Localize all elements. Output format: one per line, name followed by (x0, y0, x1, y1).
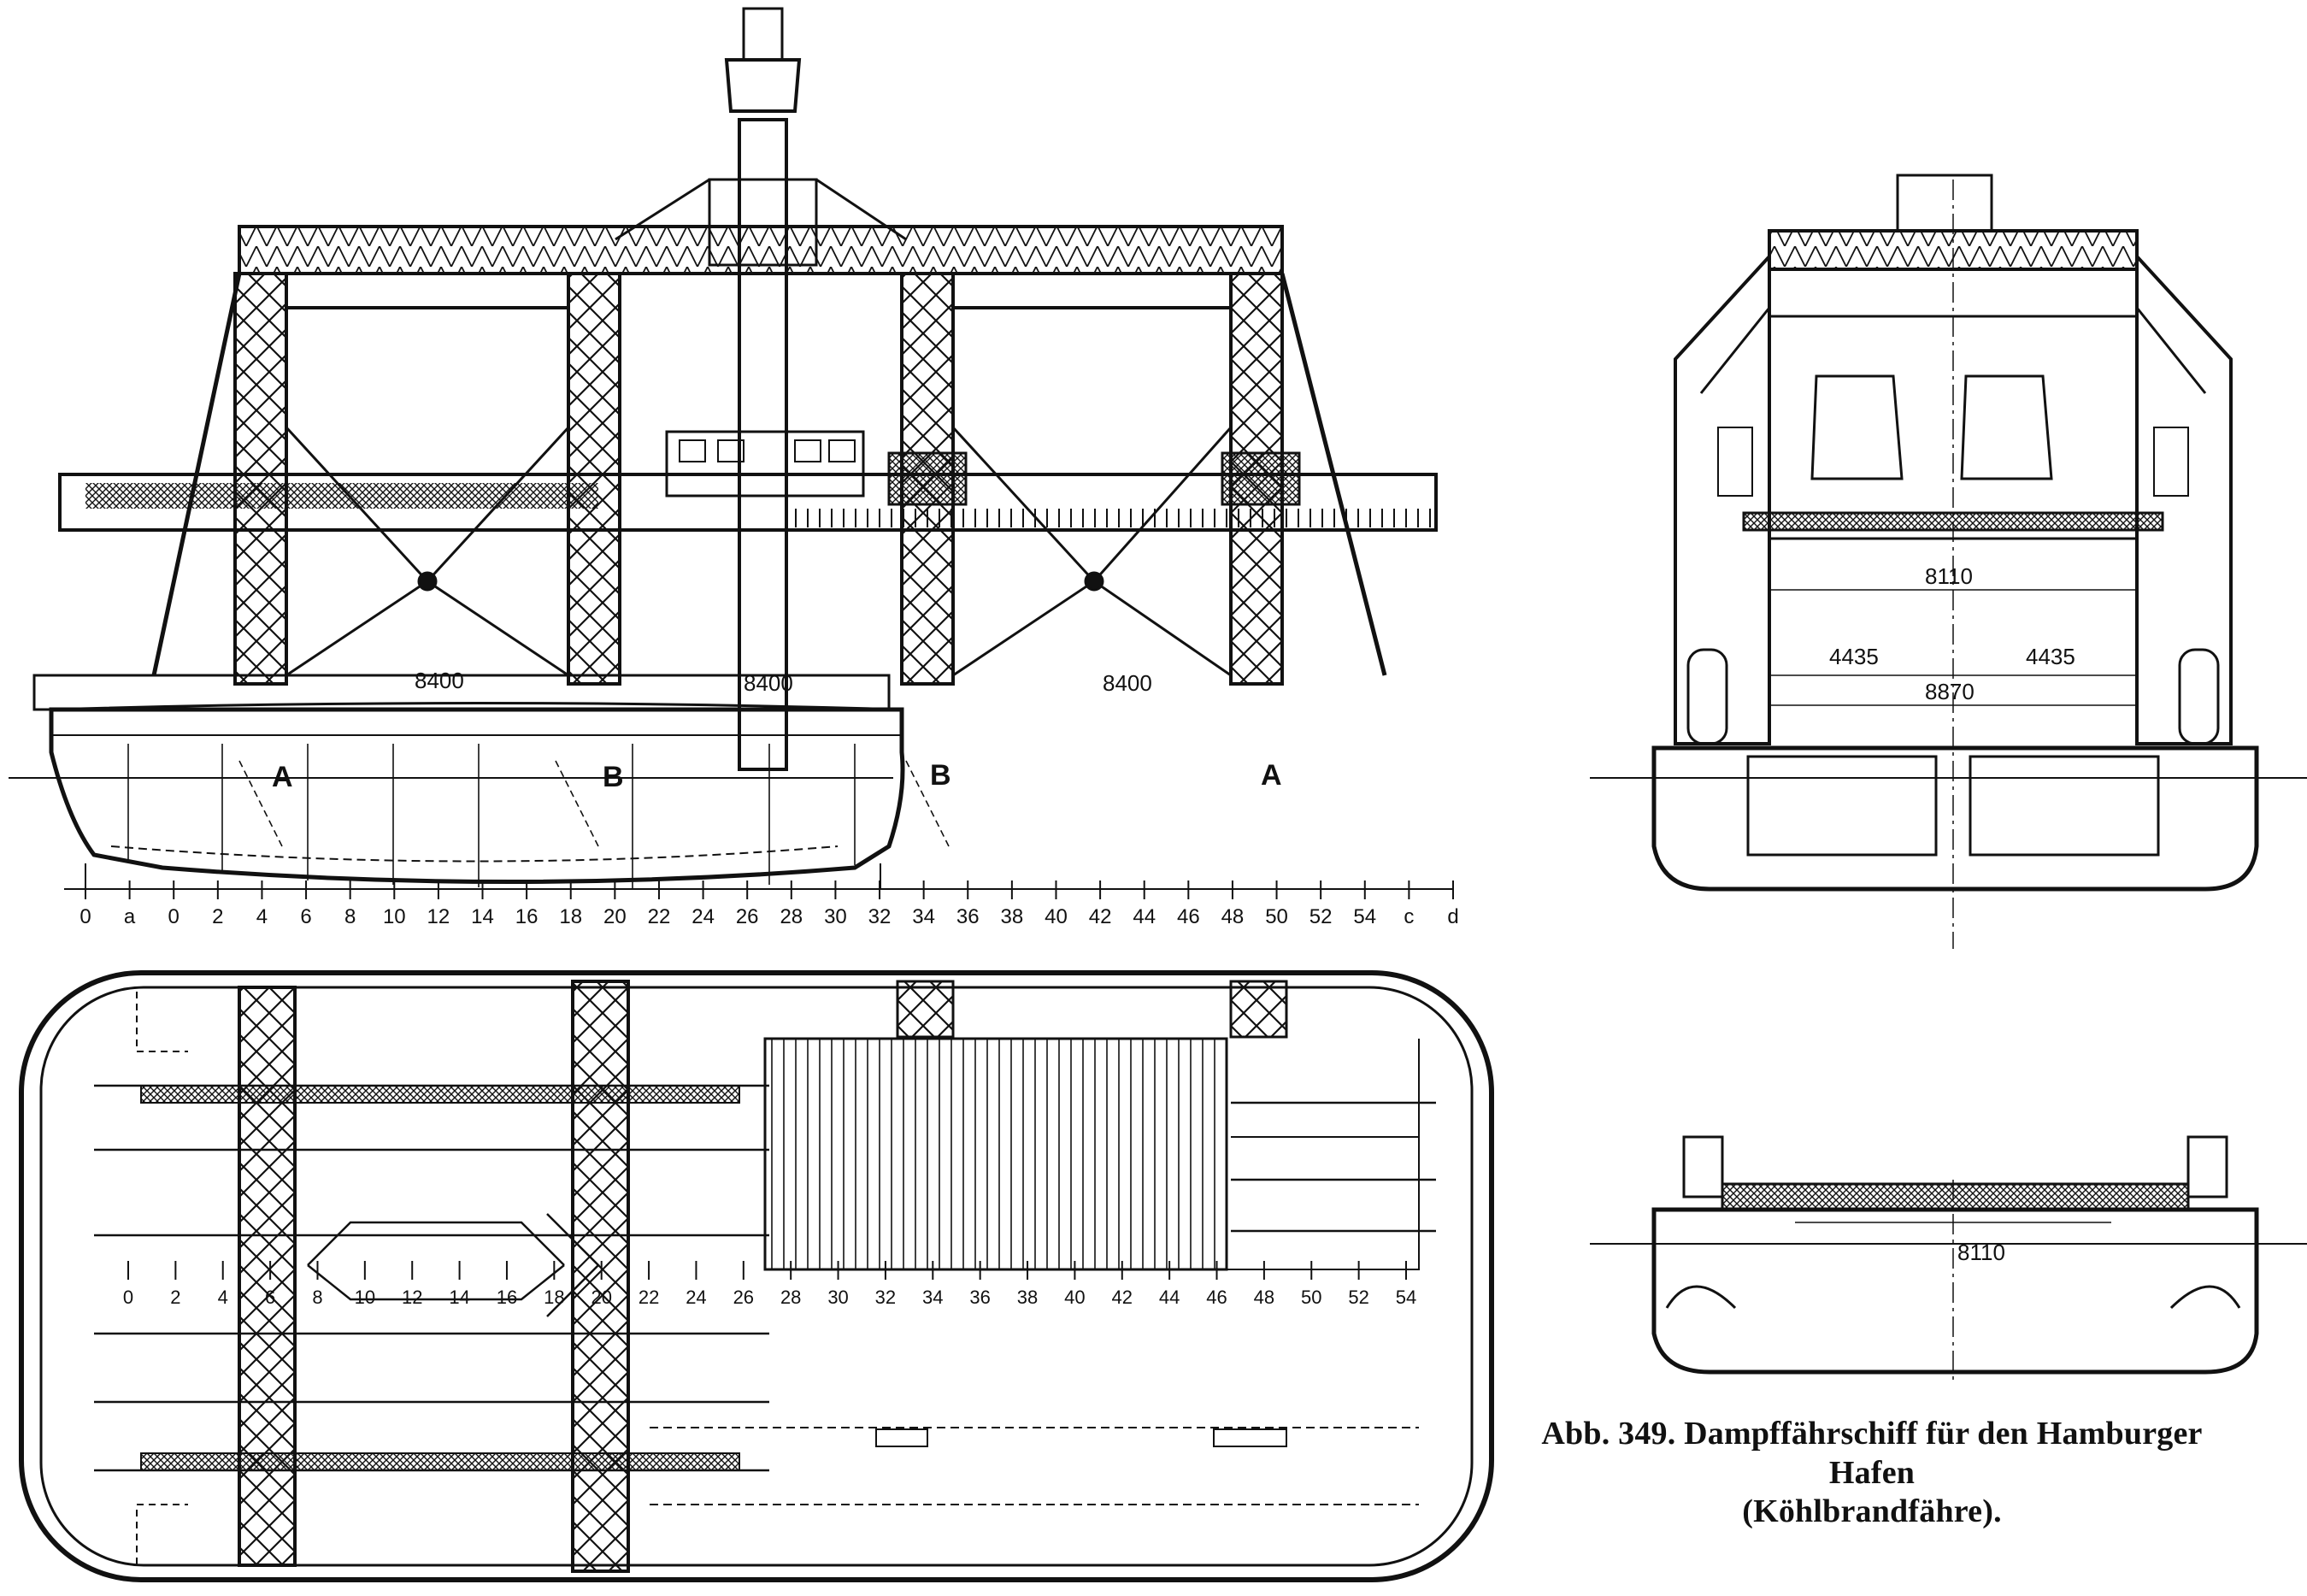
frame-number-label: 10 (355, 1287, 375, 1308)
dimension-label: 8110 (1957, 1240, 2005, 1265)
dimension-label: 4435 (2026, 644, 2075, 669)
frame-number-label: 40 (1045, 905, 1068, 928)
frame-number-label: 30 (827, 1287, 848, 1308)
frame-number-label: 48 (1254, 1287, 1274, 1308)
frame-number-label: 6 (300, 905, 311, 928)
frame-number-label: 14 (471, 905, 494, 928)
dimension-label: 8400 (744, 670, 793, 696)
frame-number-label: 54 (1396, 1287, 1416, 1308)
dimension-label: 4435 (1829, 644, 1879, 669)
frame-letter: B (603, 761, 624, 793)
frame-number-label: 38 (1001, 905, 1024, 928)
frame-number-label: 20 (591, 1287, 611, 1308)
frame-number-label: 4 (218, 1287, 228, 1308)
dimension-label: 8400 (415, 668, 464, 693)
frame-number-label: 50 (1301, 1287, 1321, 1308)
frame-number-label: 28 (780, 1287, 801, 1308)
frame-number-label: 4 (256, 905, 268, 928)
frame-number-label: 24 (686, 1287, 706, 1308)
frame-number-label: 22 (648, 905, 671, 928)
frame-number-label: 18 (559, 905, 582, 928)
frame-number-label: 34 (912, 905, 935, 928)
frame-number-label: 22 (639, 1287, 659, 1308)
funnel (738, 118, 788, 771)
frame-number-label: 12 (427, 905, 450, 928)
frame-number-label: 34 (922, 1287, 943, 1308)
frame-number-label: a (124, 905, 136, 928)
frame-number-label: 0 (123, 1287, 133, 1308)
frame-letter: B (930, 759, 951, 792)
frame-number-label: 52 (1309, 905, 1333, 928)
car-deck (58, 473, 1438, 532)
frame-number-label: 26 (733, 1287, 754, 1308)
section-hull (1651, 745, 2259, 892)
hull-outline (19, 970, 1494, 1582)
dimension-label: 8400 (1103, 670, 1152, 696)
frame-number-label: 20 (603, 905, 627, 928)
leg-b-fore (567, 272, 621, 686)
frame-number-label: 28 (780, 905, 803, 928)
frame-number-label: 32 (875, 1287, 896, 1308)
frame-number-label: 44 (1159, 1287, 1180, 1308)
dimension-label: 8870 (1925, 679, 1974, 704)
frame-number-label: c (1404, 905, 1414, 928)
frame-number-label: 26 (736, 905, 759, 928)
frame-number-label: 10 (383, 905, 406, 928)
frame-number-label: 14 (449, 1287, 469, 1308)
frame-number-label: 44 (1133, 905, 1156, 928)
leg-a-fore (233, 272, 288, 686)
frame-number-label: 8 (344, 905, 356, 928)
caption-title: Abb. 349. Dampffährschiff für den Hambur… (1541, 1416, 2203, 1491)
hull-profile (49, 707, 905, 884)
dimension-label: 8110 (1925, 563, 1973, 589)
frame-number-label: 32 (868, 905, 892, 928)
cross-section-view: 8110 4435 4435 8870 (1590, 174, 2307, 949)
frame-number-label: 6 (265, 1287, 275, 1308)
end-section-view: 8110 (1590, 1135, 2307, 1385)
figure-caption: Abb. 349. Dampffährschiff für den Hambur… (1521, 1415, 2222, 1532)
frame-number-label: 38 (1017, 1287, 1038, 1308)
frame-number-label: d (1447, 905, 1458, 928)
frame-number-label: 36 (956, 905, 980, 928)
frame-number-label: 50 (1265, 905, 1288, 928)
frame-number-label: 18 (544, 1287, 564, 1308)
frame-number-label: 40 (1064, 1287, 1085, 1308)
frame-number-label: 52 (1348, 1287, 1368, 1308)
frame-number-label: 36 (969, 1287, 990, 1308)
frame-number-label: 0 (168, 905, 179, 928)
frame-number-label: 24 (692, 905, 715, 928)
frame-number-label: 48 (1221, 905, 1245, 928)
frame-number-label: 0 (79, 905, 91, 928)
caption-subtitle: (Köhlbrandfähre). (1742, 1493, 2002, 1530)
frame-number-label: 2 (170, 1287, 180, 1308)
frame-number-label: 16 (497, 1287, 517, 1308)
frame-number-label: 54 (1353, 905, 1376, 928)
frame-number-label: 16 (515, 905, 538, 928)
frame-number-label: 42 (1089, 905, 1112, 928)
frame-number-label: 8 (312, 1287, 322, 1308)
end-hull (1651, 1207, 2259, 1375)
frame-number-label: 30 (824, 905, 847, 928)
deck-house (665, 430, 865, 498)
frame-number-label: 46 (1206, 1287, 1227, 1308)
frame-letter: A (272, 761, 293, 793)
frame-number-label: 42 (1112, 1287, 1133, 1308)
frame-number-label: 2 (212, 905, 223, 928)
frame-letter: A (1261, 759, 1282, 792)
frame-number-label: 46 (1177, 905, 1200, 928)
frame-number-label: 12 (402, 1287, 422, 1308)
